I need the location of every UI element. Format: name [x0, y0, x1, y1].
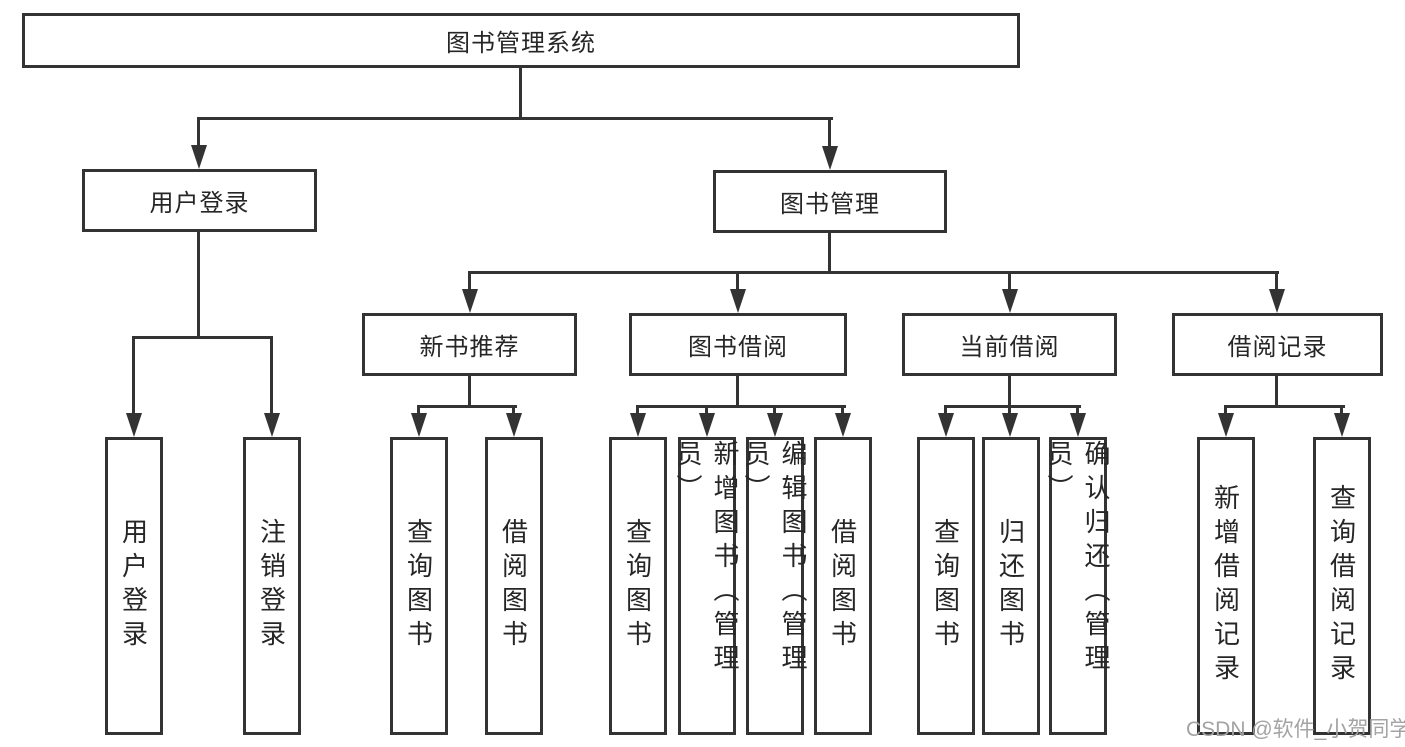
arrowhead-user-login [191, 145, 207, 169]
arrowhead-leaf [126, 413, 142, 437]
arrowhead-records [1269, 289, 1285, 313]
connector-root-down [519, 67, 522, 118]
connector-bar [636, 405, 846, 408]
connector-stem [1224, 405, 1227, 415]
node-new-book-recommend: 新书推荐 [362, 313, 577, 376]
connector-stem [1008, 271, 1011, 291]
connector-level1-bar [197, 117, 833, 120]
arrowhead-leaf [835, 413, 851, 437]
arrowhead-leaf [411, 413, 427, 437]
arrowhead-new-books [462, 289, 478, 313]
node-root-system: 图书管理系统 [22, 13, 1020, 68]
arrowhead-leaf [767, 413, 783, 437]
connector-stem [512, 405, 515, 415]
connector-stem [636, 405, 639, 415]
connector-stem [841, 405, 844, 415]
connector-stem [417, 405, 420, 415]
connector-mgmt-down [828, 232, 831, 272]
leaf-query-borrow-record: 查询借阅记录 [1313, 437, 1371, 735]
connector-down [1275, 375, 1278, 406]
leaf-query-books-2: 查询图书 [609, 437, 667, 735]
leaf-borrow-books-2: 借阅图书 [814, 437, 872, 735]
connector-down [736, 375, 739, 406]
arrowhead-leaf [1334, 413, 1350, 437]
arrowhead-leaf [699, 413, 715, 437]
leaf-query-books-3: 查询图书 [917, 437, 975, 735]
connector-stem [736, 271, 739, 291]
connector-stem [944, 405, 947, 415]
arrowhead-current [1002, 289, 1018, 313]
leaf-add-borrow-record: 新增借阅记录 [1197, 437, 1255, 735]
connector-bar [1224, 405, 1345, 408]
connector-stem-user [197, 117, 200, 145]
connector-user-bar [132, 336, 273, 339]
connector-down [468, 375, 471, 406]
csdn-watermark: CSDN @软件_小贺同学 [1186, 718, 1405, 741]
leaf-edit-book-admin: 编辑图书（管理员） [741, 437, 808, 735]
arrowhead-leaf [506, 413, 522, 437]
leaf-query-books-1: 查询图书 [390, 437, 448, 735]
connector-stem [132, 336, 135, 415]
node-current-borrowing: 当前借阅 [902, 313, 1117, 376]
arrowhead-borrowing [730, 289, 746, 313]
arrowhead-leaf [1002, 413, 1018, 437]
connector-stem [1340, 405, 1343, 415]
arrowhead-book-mgmt [822, 146, 838, 170]
connector-down [1008, 375, 1011, 415]
arrowhead-leaf [938, 413, 954, 437]
leaf-add-book-admin: 新增图书（管理员） [673, 437, 740, 735]
node-borrow-records: 借阅记录 [1172, 313, 1383, 376]
connector-stem [270, 336, 273, 415]
connector-stem [1076, 405, 1079, 415]
arrowhead-leaf [264, 413, 280, 437]
leaf-logout: 注销登录 [243, 437, 301, 735]
leaf-return-book: 归还图书 [982, 437, 1040, 735]
leaf-user-login: 用户登录 [105, 437, 163, 735]
connector-bar [417, 405, 517, 408]
node-user-login: 用户登录 [82, 169, 317, 232]
connector-user-down [197, 231, 200, 337]
leaf-confirm-return-admin: 确认归还（管理员） [1044, 437, 1111, 735]
node-book-management: 图书管理 [713, 170, 947, 233]
arrowhead-leaf [1070, 413, 1086, 437]
node-book-borrowing: 图书借阅 [629, 313, 847, 376]
connector-stem [705, 405, 708, 415]
connector-bar [944, 405, 1081, 408]
arrowhead-leaf [1218, 413, 1234, 437]
connector-stem [468, 271, 471, 291]
connector-stem-mgmt [828, 117, 831, 147]
arrowhead-leaf [630, 413, 646, 437]
leaf-borrow-books-1: 借阅图书 [485, 437, 543, 735]
connector-level2-bar [468, 271, 1279, 274]
connector-stem [1275, 271, 1278, 291]
connector-stem [773, 405, 776, 415]
